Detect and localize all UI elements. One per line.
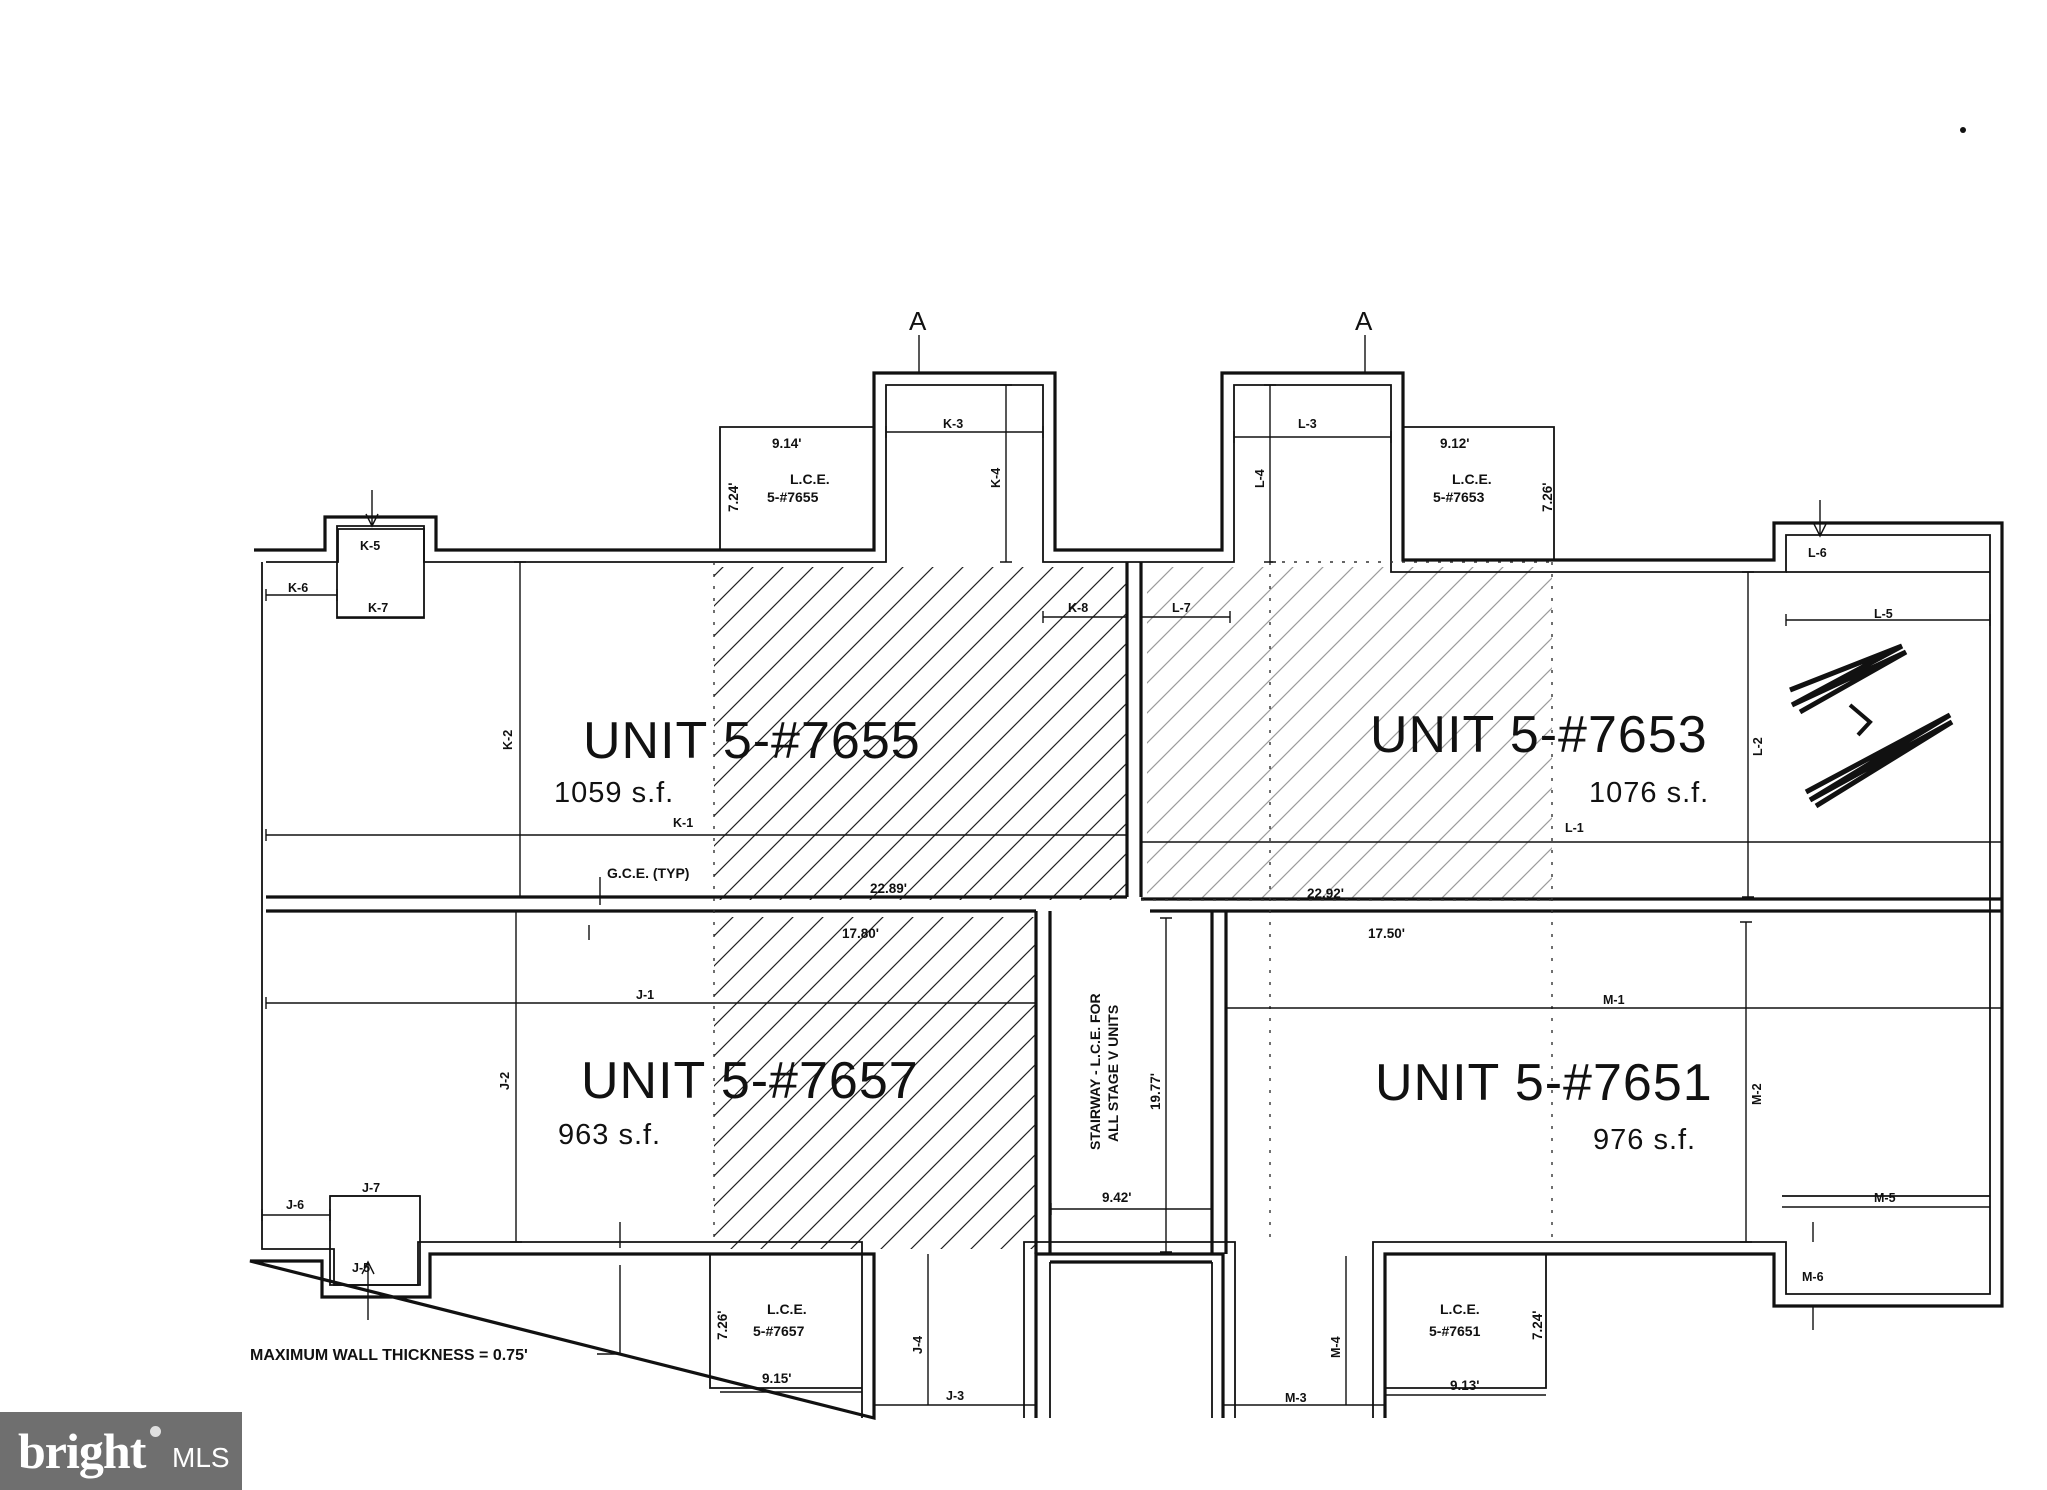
label-k2: K-2 [501,730,515,750]
lce-unit-7651: 5-#7651 [1429,1323,1481,1339]
watermark-suffix: MLS [172,1442,230,1473]
dim-7-26-bottom: 7.26' [715,1311,730,1341]
label-l5: L-5 [1874,607,1893,621]
dim-22-89: 22.89' [870,881,907,896]
label-j2: J-2 [498,1072,512,1090]
label-j3: J-3 [946,1389,964,1403]
dim-7-24-top: 7.24' [726,483,741,513]
hatched-area-7655 [714,567,1127,900]
unit-7655-name: UNIT 5-#7655 [583,712,921,770]
unit-7657-area: 963 s.f. [558,1119,661,1151]
lce-unit-7653: 5-#7653 [1433,489,1485,505]
label-j6: J-6 [286,1198,304,1212]
stray-dot [1960,127,1966,133]
watermark-badge: bright MLS [0,1412,242,1490]
dim-9-12: 9.12' [1440,436,1470,451]
dim-17-50: 17.50' [1368,926,1405,941]
hatched-area-7657 [714,917,1036,1249]
label-l6: L-6 [1808,546,1827,560]
lce-label-7653: L.C.E. [1452,471,1492,487]
hatched-area-7653 [1147,567,1552,900]
lce-unit-7657: 5-#7657 [753,1323,805,1339]
unit-7655-area: 1059 s.f. [554,777,674,809]
label-m5: M-5 [1874,1191,1896,1205]
label-k3: K-3 [943,417,963,431]
exterior-wall [249,371,2004,1421]
label-j4: J-4 [911,1336,925,1354]
dim-9-13: 9.13' [1450,1378,1480,1393]
label-k6: K-6 [288,581,308,595]
dim-9-15: 9.15' [762,1371,792,1386]
section-mark-a-left: A [909,306,927,336]
watermark-spark-icon [150,1426,161,1437]
gce-note: G.C.E. (TYP) [607,865,689,881]
interior-walls [266,562,2002,1418]
scribble-marks [1789,643,1954,809]
label-k1: K-1 [673,816,693,830]
label-l1: L-1 [1565,821,1584,835]
unit-7657-name: UNIT 5-#7657 [581,1052,919,1110]
label-j7: J-7 [362,1181,380,1195]
label-m4: M-4 [1329,1336,1343,1358]
wall-thickness-note: MAXIMUM WALL THICKNESS = 0.75' [250,1347,528,1364]
label-l7: L-7 [1172,601,1191,615]
watermark-brand: bright [18,1423,146,1479]
unit-7651-name: UNIT 5-#7651 [1375,1054,1713,1112]
label-k8: K-8 [1068,601,1088,615]
label-l3: L-3 [1298,417,1317,431]
section-mark-a-right: A [1355,306,1373,336]
label-k4: K-4 [989,468,1003,488]
lce-patios [709,426,1555,1389]
unit-7653-area: 1076 s.f. [1589,777,1709,809]
stairway-note-line1: STAIRWAY - L.C.E. FOR [1087,993,1103,1150]
label-m6: M-6 [1802,1270,1824,1284]
label-m1: M-1 [1603,993,1625,1007]
lce-unit-7655: 5-#7655 [767,489,819,505]
label-k7: K-7 [368,601,388,615]
dim-19-77: 19.77' [1148,1073,1163,1110]
lce-label-7655: L.C.E. [790,471,830,487]
lce-label-7657: L.C.E. [767,1301,807,1317]
label-j1: J-1 [636,988,654,1002]
label-m3: M-3 [1285,1391,1307,1405]
label-l4: L-4 [1253,469,1267,488]
lce-label-7651: L.C.E. [1440,1301,1480,1317]
stairway-note-line2: ALL STAGE V UNITS [1105,1005,1121,1142]
label-j5: J-5 [352,1261,370,1275]
dim-7-26-top: 7.26' [1540,483,1555,513]
dashed-unit-lines [713,561,1553,1242]
label-m2: M-2 [1750,1083,1764,1105]
label-k5: K-5 [360,539,380,553]
unit-7651-area: 976 s.f. [1593,1124,1696,1156]
dim-17-80: 17.80' [842,926,879,941]
label-l2: L-2 [1751,737,1765,756]
dimension-lines [261,335,2003,1411]
dim-7-24-bottom: 7.24' [1530,1311,1545,1341]
dim-9-42: 9.42' [1102,1190,1132,1205]
dim-9-14: 9.14' [772,436,802,451]
unit-7653-name: UNIT 5-#7653 [1370,706,1708,764]
dim-22-92: 22.92' [1307,886,1344,901]
